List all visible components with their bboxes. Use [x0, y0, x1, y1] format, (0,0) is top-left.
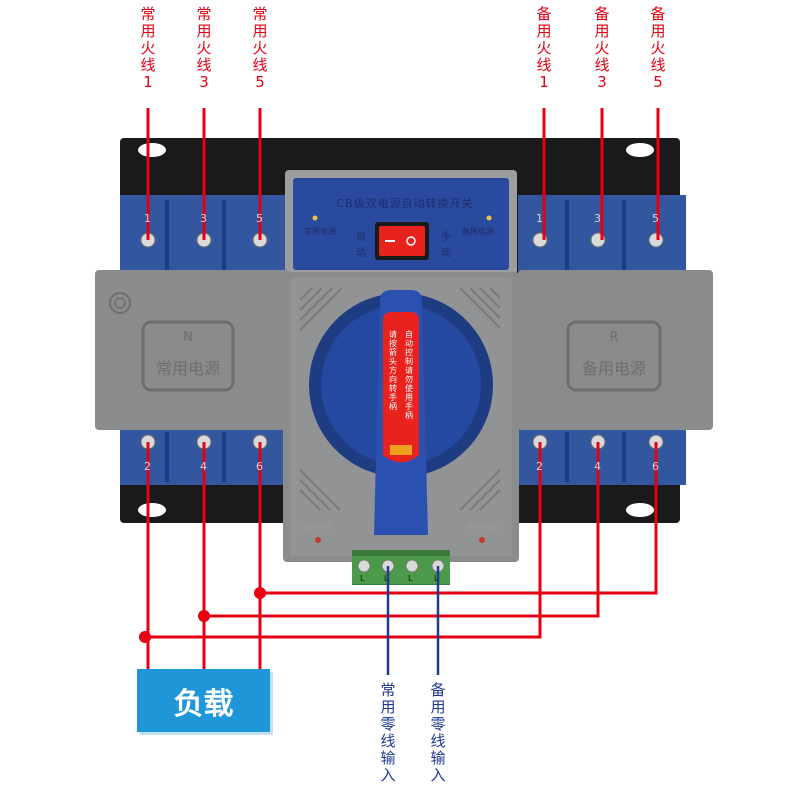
right-box-label: 备用电源 — [581, 359, 646, 378]
handle-text-left: 请按箭头方向转手柄 — [389, 330, 397, 411]
rotary-handle[interactable] — [309, 290, 493, 535]
indicator-main-label: 常用电源 — [304, 227, 336, 236]
backup-close-label: 备用合闸 — [466, 523, 498, 532]
mode-auto-label: 自动 — [356, 232, 366, 259]
indicator-backup-label: 备用电源 — [462, 227, 494, 236]
terminal-number: 1 — [536, 212, 543, 225]
right-box-letter: R — [609, 330, 619, 345]
terminal-number: 4 — [200, 460, 207, 473]
neutral-wires — [386, 566, 440, 675]
terminal-number: 6 — [652, 460, 659, 473]
terminal-number: 5 — [652, 212, 659, 225]
left-box-label: 常用电源 — [155, 359, 220, 378]
terminal-number: 1 — [144, 212, 151, 225]
switch-title: CB级双电源自动转换开关 — [336, 197, 474, 210]
mode-toggle-switch[interactable] — [375, 222, 429, 260]
label-main-neutral-input: 常用零线输入 — [380, 681, 396, 784]
neutral-terminal-letter: L — [360, 574, 365, 583]
neutral-terminal-letter: L — [384, 574, 389, 583]
terminal-number: 2 — [536, 460, 543, 473]
main-close-label: 常用合闸 — [300, 523, 332, 532]
terminal-number: 4 — [594, 460, 601, 473]
terminal-number: 2 — [144, 460, 151, 473]
terminal-number: 5 — [256, 212, 263, 225]
terminal-number: 3 — [594, 212, 601, 225]
label-backup-neutral-input: 备用零线输入 — [430, 681, 446, 784]
handle-text-right: 自动控制请勿使用手柄 — [405, 330, 413, 420]
left-housing — [95, 270, 290, 430]
right-housing — [518, 270, 713, 430]
load-box: 负载 — [137, 669, 270, 732]
mode-manual-label: 手动 — [441, 232, 451, 259]
terminal-number: 3 — [200, 212, 207, 225]
left-box-letter: N — [183, 330, 193, 345]
top-live-wires — [146, 108, 660, 240]
output-live-wires — [145, 442, 658, 669]
neutral-terminal-letter: L — [408, 574, 413, 583]
wire-junctions — [139, 587, 266, 643]
terminal-number: 6 — [256, 460, 263, 473]
neutral-terminal-letter: L — [434, 574, 439, 583]
